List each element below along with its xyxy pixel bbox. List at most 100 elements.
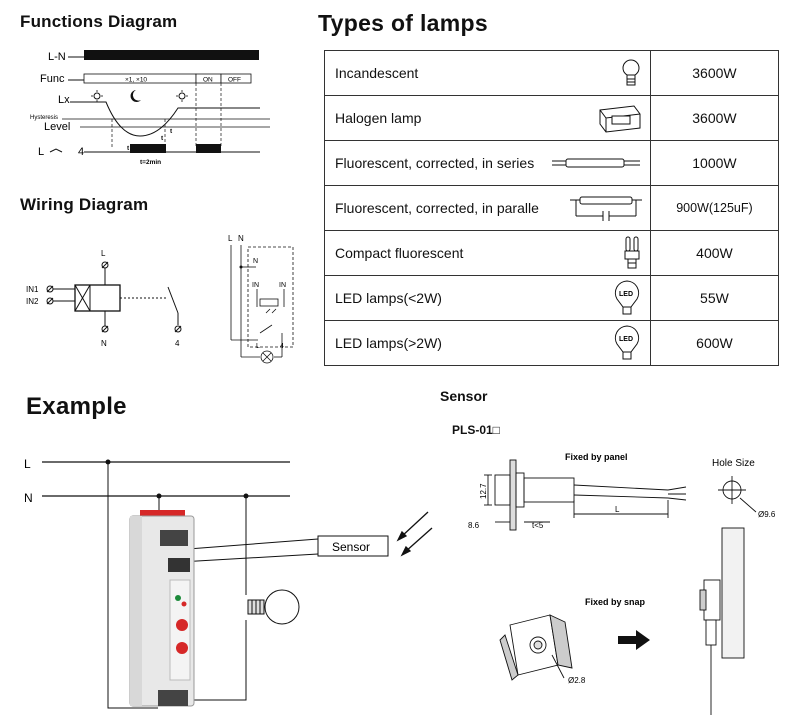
- types-of-lamps-title: Types of lamps: [318, 10, 488, 36]
- sensor-wire-2: [179, 553, 319, 563]
- relay-box: [74, 284, 121, 312]
- panel-mount-drawing: [484, 459, 687, 531]
- relay-contact: [167, 286, 179, 314]
- table-row: Halogen lamp 3600W: [324, 95, 780, 141]
- led-label: LED: [619, 291, 633, 298]
- t-note: t=2min: [140, 159, 161, 166]
- lamp-value: 900W(125uF): [649, 185, 780, 231]
- ln-bar: [84, 50, 259, 60]
- relay-device: [129, 510, 195, 707]
- right-in-a: IN: [252, 282, 259, 289]
- t-label-1: t: [127, 145, 130, 152]
- right-l-inner: L: [256, 343, 260, 350]
- lamp-value: 55W: [649, 275, 780, 321]
- status-led-red: [181, 601, 187, 607]
- example-n-label: N: [24, 491, 33, 505]
- terminal-in1: [46, 285, 54, 293]
- lamp-name: Fluorescent, corrected, in series: [335, 155, 535, 171]
- fluorescent-tube-icon: [551, 158, 640, 168]
- wire-l-to-relay: [107, 462, 158, 709]
- adjust-knob-2: [176, 642, 188, 654]
- fluorescent-parallel-icon: [569, 196, 642, 221]
- in2-label: IN2: [26, 297, 39, 306]
- bottom-terminals: [158, 690, 188, 706]
- label-4: 4: [78, 146, 84, 158]
- lamp-name: Halogen lamp: [335, 110, 422, 126]
- dim-l: L: [615, 505, 620, 514]
- right-n-label: N: [238, 234, 244, 243]
- device-outline: [247, 246, 294, 348]
- output-pulse-2: [196, 144, 221, 153]
- timing-dashes: [111, 83, 222, 148]
- sun-icon-right: [176, 90, 188, 102]
- right-n-inner: N: [253, 258, 258, 265]
- snap-clip-drawing: [499, 614, 573, 681]
- t-label-3: t: [170, 128, 173, 135]
- sun-icon-left: [91, 90, 103, 102]
- label-ln: L-N: [48, 51, 66, 63]
- terminal-n: [101, 325, 109, 333]
- table-row: Compact fluorescent 400W: [324, 230, 780, 276]
- lx-curve: [70, 101, 260, 137]
- func-off-box: [220, 73, 252, 84]
- dim-8-6: 8.6: [468, 521, 480, 530]
- led-bulb-icon: LED: [614, 325, 639, 360]
- example-title: Example: [26, 393, 127, 420]
- lamp-name: Compact fluorescent: [335, 245, 464, 261]
- moon-icon: [130, 90, 141, 102]
- wiring-l-label: L: [101, 249, 106, 258]
- dim-2-8: Ø2.8: [568, 676, 586, 685]
- lamp-value: 3600W: [649, 50, 780, 96]
- incandescent-bulb-icon: [247, 589, 300, 625]
- sensor-drawings: Fixed by panel Hole Size 12.7 8.6 t<5 L …: [468, 452, 776, 715]
- terminal-l: [101, 261, 109, 269]
- right-in-b: IN: [279, 282, 286, 289]
- light-arrows: [265, 308, 277, 314]
- fixed-by-snap-label: Fixed by snap: [585, 597, 646, 607]
- wiring-diagram-title: Wiring Diagram: [20, 195, 149, 214]
- label-lx: Lx: [58, 94, 70, 106]
- table-row: Incandescent 3600W: [324, 50, 780, 96]
- compact-fluorescent-icon: [624, 236, 640, 269]
- example-diagram: L N Sensor: [24, 457, 433, 709]
- table-row: Fluorescent, corrected, in paralle 900W(…: [324, 185, 780, 231]
- func-on-label: ON: [203, 77, 213, 84]
- dim-9-6: Ø9.6: [758, 510, 776, 519]
- top-terminals: [160, 530, 188, 546]
- halogen-lamp-icon: [599, 105, 641, 133]
- arrow-right-icon: [618, 630, 650, 650]
- dim-t5: t<5: [532, 521, 544, 530]
- terminal-4: [174, 325, 182, 333]
- lamp-value: 3600W: [649, 95, 780, 141]
- output-pulse-1: [130, 144, 166, 153]
- lamp-name: LED lamps(>2W): [335, 335, 442, 351]
- wiring-4-label: 4: [175, 339, 180, 348]
- table-row: LED lamps(<2W) LED 55W: [324, 275, 780, 321]
- func-bar-label: ×1, ×10: [125, 77, 147, 84]
- status-led-green: [175, 595, 181, 601]
- wire-lamp-to-relay: [190, 620, 247, 701]
- hole-size-label: Hole Size: [712, 458, 755, 469]
- lamp-name: LED lamps(<2W): [335, 290, 442, 306]
- output-switch: [259, 324, 273, 334]
- functions-diagram: L-N Func Lx Hysteresis Level L 4 ×1, ×10…: [30, 50, 270, 166]
- switch-symbol: [49, 148, 63, 153]
- lamp-value: 1000W: [649, 140, 780, 186]
- table-row: LED lamps(>2W) LED 600W: [324, 320, 780, 366]
- hole-size-drawing: [718, 476, 757, 513]
- sensor-terminals: [168, 558, 190, 572]
- sensor-box: [317, 535, 389, 557]
- ldr-resistor: [259, 298, 279, 307]
- sensor-box-label: Sensor: [332, 540, 370, 554]
- lamp-symbol-icon: [260, 350, 274, 364]
- wiring-diagram: L IN1 IN2 N 4 L N N IN IN L 4: [26, 234, 294, 364]
- table-row: Fluorescent, corrected, in series 1000W: [324, 140, 780, 186]
- lamp-name: Fluorescent, corrected, in paralle: [335, 200, 539, 216]
- lamp-table: Incandescent 3600W Halogen lamp 3600W Fl…: [324, 50, 780, 366]
- sensor-model: PLS-01□: [452, 423, 500, 437]
- led-label: LED: [619, 336, 633, 343]
- example-l-label: L: [24, 457, 31, 471]
- incandescent-bulb-icon: [622, 59, 640, 86]
- functions-diagram-title: Functions Diagram: [20, 12, 178, 31]
- label-level: Level: [44, 121, 70, 133]
